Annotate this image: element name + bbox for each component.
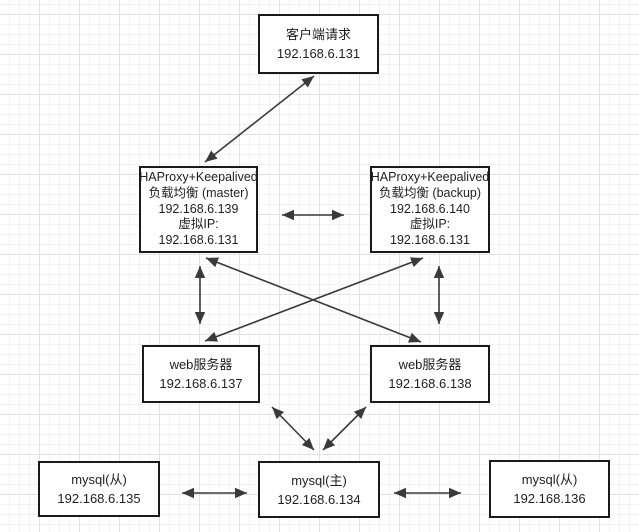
node-client-request: 客户端请求 192.168.6.131 bbox=[258, 14, 379, 74]
node-haproxy-master-ip: 192.168.6.139 bbox=[158, 201, 239, 216]
edge-web-server-1-to-mysql-master bbox=[271, 406, 315, 451]
node-client-request-label: 客户端请求 bbox=[285, 27, 351, 42]
node-haproxy-master-vip-label: 虚拟IP: bbox=[178, 217, 219, 232]
node-haproxy-master-vip: 192.168.6.131 bbox=[158, 233, 239, 248]
node-haproxy-backup-title: HAProxy+Keepalived bbox=[370, 170, 490, 184]
node-mysql-master: mysql(主) 192.168.6.134 bbox=[258, 461, 380, 518]
node-mysql-master-ip: 192.168.6.134 bbox=[277, 491, 361, 507]
node-haproxy-master-role: 负载均衡 (master) bbox=[148, 185, 249, 200]
node-client-request-ip: 192.168.6.131 bbox=[276, 46, 361, 61]
node-haproxy-master: HAProxy+Keepalived 负载均衡 (master) 192.168… bbox=[139, 166, 258, 253]
node-web-server-1-label: web服务器 bbox=[169, 357, 233, 372]
node-web-server-2: web服务器 192.168.6.138 bbox=[370, 345, 490, 403]
node-web-server-1-ip: 192.168.6.137 bbox=[159, 376, 243, 391]
node-haproxy-backup-ip: 192.168.6.140 bbox=[390, 201, 470, 216]
node-haproxy-master-title: HAProxy+Keepalived bbox=[139, 170, 258, 184]
node-haproxy-backup-role: 负载均衡 (backup) bbox=[378, 185, 482, 200]
node-mysql-slave-2: mysql(从) 192.168.136 bbox=[489, 460, 610, 518]
node-mysql-slave-1-ip: 192.168.6.135 bbox=[57, 491, 141, 506]
node-mysql-master-label: mysql(主) bbox=[291, 472, 347, 488]
node-mysql-slave-1: mysql(从) 192.168.6.135 bbox=[38, 461, 160, 517]
node-mysql-slave-2-label: mysql(从) bbox=[521, 472, 578, 487]
edge-client-to-haproxy-master bbox=[204, 75, 315, 163]
node-haproxy-backup-vip-label: 虚拟IP: bbox=[409, 217, 451, 232]
node-mysql-slave-2-ip: 192.168.136 bbox=[513, 491, 586, 506]
node-haproxy-backup-vip: 192.168.6.131 bbox=[390, 233, 470, 248]
node-haproxy-backup: HAProxy+Keepalived 负载均衡 (backup) 192.168… bbox=[370, 166, 490, 253]
node-mysql-slave-1-label: mysql(从) bbox=[71, 472, 127, 487]
node-web-server-2-ip: 192.168.6.138 bbox=[388, 376, 472, 391]
node-web-server-2-label: web服务器 bbox=[398, 357, 462, 372]
node-web-server-1: web服务器 192.168.6.137 bbox=[142, 345, 260, 403]
edge-haproxy-backup-to-web-server-1 bbox=[204, 257, 424, 342]
edge-web-server-2-to-mysql-master bbox=[322, 406, 367, 451]
